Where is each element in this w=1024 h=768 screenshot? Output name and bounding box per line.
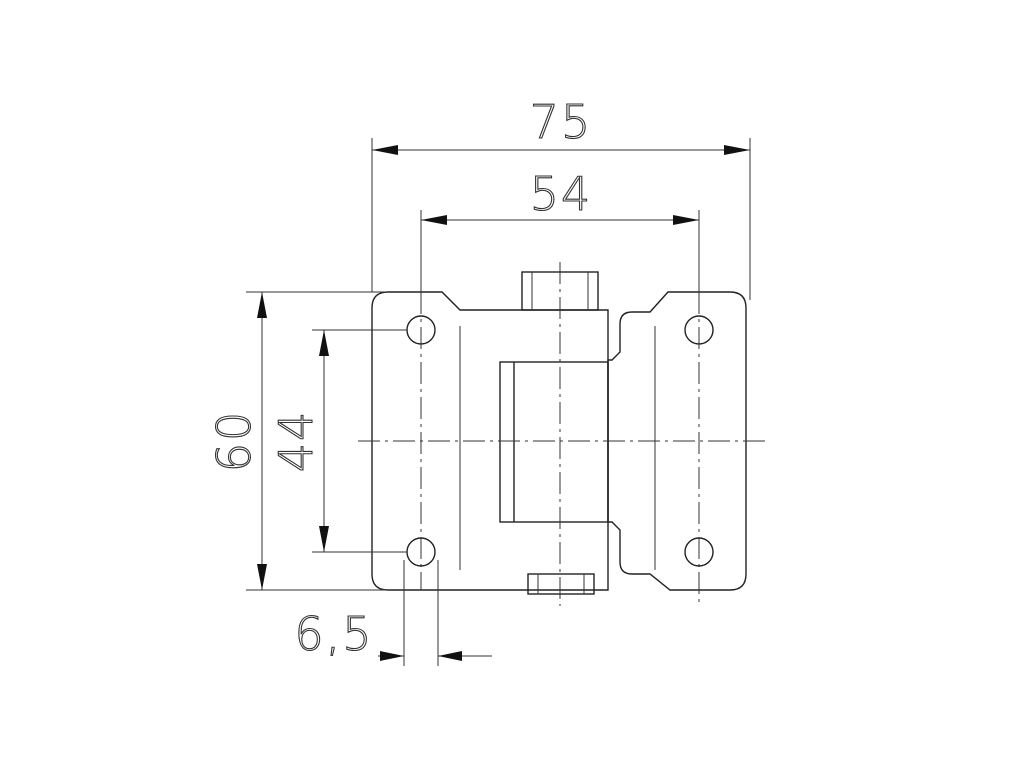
dimension-label-44: 44 (269, 410, 323, 473)
dimension-label-75: 75 (530, 95, 593, 149)
dimension-hole-spacing-vertical: 44 (268, 329, 407, 553)
dimension-overall-height: 60 (206, 291, 388, 591)
arrow-head (257, 292, 267, 318)
arrow-head (372, 145, 398, 155)
arrow-head (380, 651, 404, 661)
arrow-head (421, 215, 447, 225)
arrow-head (438, 651, 462, 661)
dimension-label-6-5: 6,5 (294, 607, 373, 661)
right-leaf (607, 291, 747, 591)
arrow-head (257, 564, 267, 590)
left-leaf (371, 291, 609, 591)
arrow-head (319, 330, 329, 356)
dimension-label-54: 54 (530, 167, 593, 221)
arrow-head (724, 145, 750, 155)
dimension-overall-width: 75 (371, 94, 751, 300)
spring-barrel (499, 361, 609, 523)
arrow-head (673, 215, 699, 225)
bottom-pin (527, 573, 595, 595)
arrow-head (319, 526, 329, 552)
dimension-hole-diameter: 6,5 (294, 560, 492, 666)
dimension-hole-spacing-horizontal: 54 (420, 166, 700, 300)
center-lines (358, 262, 766, 606)
hinge-outline (371, 271, 747, 595)
dimension-label-60: 60 (207, 410, 261, 473)
